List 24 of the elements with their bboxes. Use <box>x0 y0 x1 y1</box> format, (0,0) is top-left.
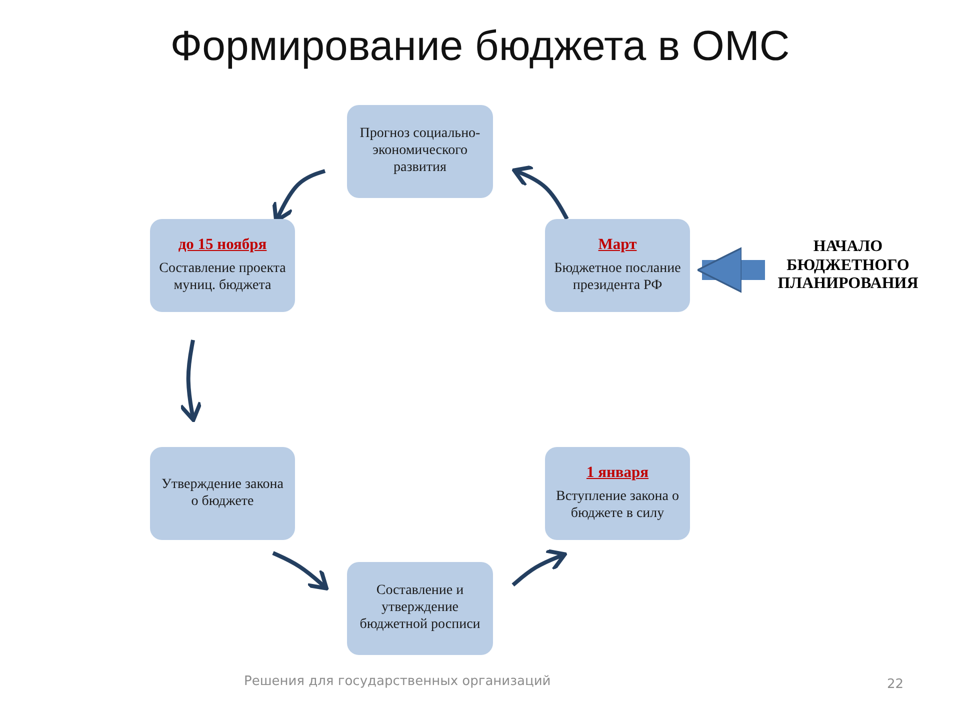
process-box <box>545 219 690 312</box>
arrow <box>178 340 202 422</box>
date-heading: до 15 ноября <box>178 236 267 255</box>
block-arrow <box>696 247 765 293</box>
footer-text: Решения для государственных организаций <box>244 674 551 689</box>
step-text: Прогноз социально- экономического развития <box>358 126 482 177</box>
step-text: НАЧАЛО БЮДЖЕТНОГО ПЛАНИРОВАНИЯ <box>776 238 920 294</box>
arrow <box>512 165 569 220</box>
step-text: Утверждение закона о бюджете <box>160 476 285 510</box>
process-box <box>150 219 295 312</box>
step-text: Составление и утверждение бюджетной росписи <box>358 583 482 634</box>
date-heading: Март <box>598 236 637 255</box>
process-box <box>347 105 493 198</box>
arrow <box>512 548 567 587</box>
page-number: 22 <box>887 677 904 692</box>
process-box <box>545 447 690 540</box>
step-text: Составление проекта муниц. бюджета <box>158 261 287 295</box>
step-text: Бюджетное послание президента РФ <box>553 261 682 295</box>
process-box <box>347 562 493 655</box>
arrow <box>272 551 328 590</box>
step-text: Вступление закона о бюджете в силу <box>555 489 680 523</box>
process-box <box>150 447 295 540</box>
date-heading: 1 января <box>586 464 649 483</box>
title: Формирование бюджета в ОМС <box>169 22 791 70</box>
